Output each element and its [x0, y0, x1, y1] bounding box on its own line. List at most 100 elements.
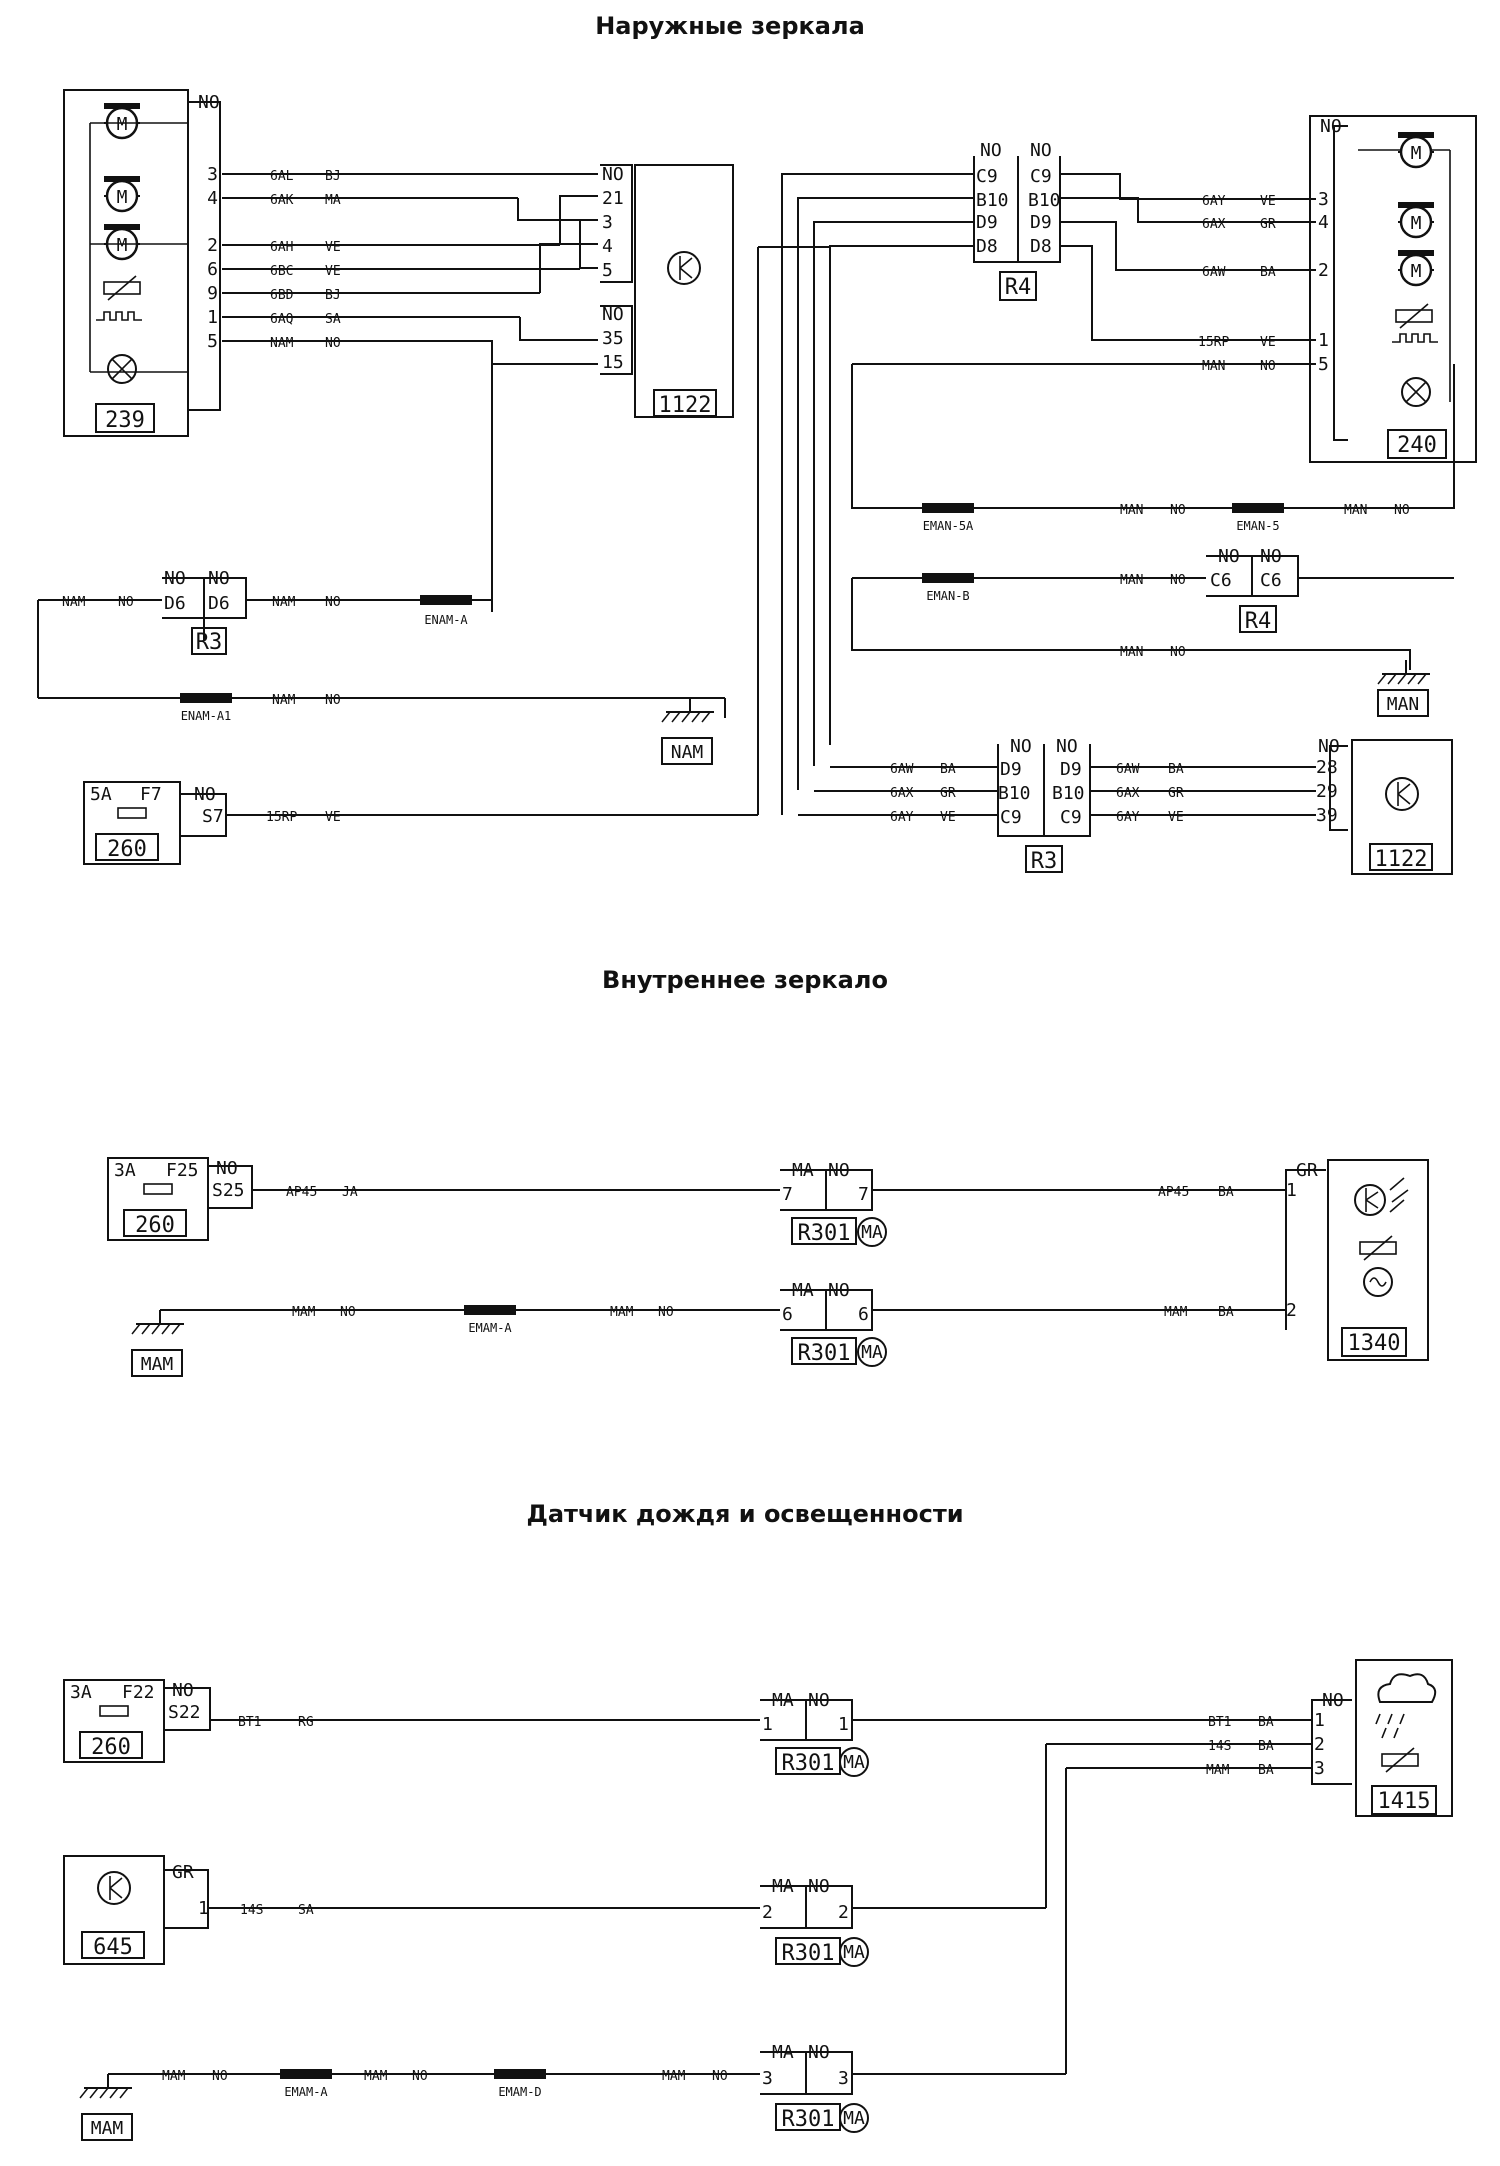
- motor-label: M: [1411, 261, 1422, 282]
- svg-text:BT1: BT1: [238, 1715, 261, 1730]
- svg-text:240: 240: [1397, 433, 1437, 458]
- svg-text:1: 1: [1286, 1180, 1297, 1201]
- motor-label: M: [1411, 143, 1422, 164]
- svg-text:6AY: 6AY: [1116, 810, 1140, 825]
- component-1415: NO 1415: [1311, 1659, 1453, 1817]
- svg-text:15RP: 15RP: [1198, 335, 1229, 350]
- svg-text:6AW: 6AW: [1116, 762, 1140, 777]
- svg-text:R4: R4: [1245, 609, 1272, 634]
- heater-icon: [1395, 303, 1433, 329]
- svg-text:EMAN-B: EMAN-B: [926, 589, 969, 603]
- svg-text:1122: 1122: [659, 393, 712, 418]
- svg-text:MAM: MAM: [1164, 1305, 1188, 1320]
- svg-text:MA: MA: [843, 1942, 865, 1963]
- svg-text:NAM: NAM: [272, 693, 296, 708]
- svg-text:2: 2: [1286, 1300, 1297, 1321]
- svg-text:R301: R301: [782, 1941, 835, 1966]
- svg-text:MA: MA: [792, 1160, 814, 1181]
- svg-text:D8: D8: [976, 236, 998, 257]
- svg-text:15: 15: [602, 352, 624, 373]
- svg-text:5: 5: [602, 260, 613, 281]
- svg-text:NO: NO: [118, 595, 134, 610]
- svg-text:3A: 3A: [70, 1682, 92, 1703]
- svg-text:C6: C6: [1260, 570, 1282, 591]
- ground-nam: NAM: [671, 742, 704, 763]
- fuse-box-260-f22: 3A F22 260 NO S22: [63, 1679, 211, 1763]
- heating-element-icon: [1392, 333, 1438, 343]
- svg-text:NO: NO: [658, 1305, 674, 1320]
- svg-text:3: 3: [602, 212, 613, 233]
- svg-text:VE: VE: [1168, 810, 1184, 825]
- svg-text:EMAN-5: EMAN-5: [1236, 519, 1279, 533]
- electronic-module-icon: [667, 251, 701, 285]
- resistor-icon: [1359, 1235, 1397, 1261]
- svg-text:NO: NO: [808, 1690, 830, 1711]
- svg-text:6AX: 6AX: [1116, 786, 1140, 801]
- svg-text:NO: NO: [1170, 645, 1186, 660]
- component-240: M M M 240: [1309, 115, 1477, 463]
- motor-label: M: [117, 114, 128, 135]
- svg-text:5: 5: [1318, 354, 1329, 375]
- svg-text:AP45: AP45: [286, 1185, 317, 1200]
- svg-text:MA: MA: [772, 2042, 794, 2063]
- svg-text:VE: VE: [940, 810, 956, 825]
- svg-text:B10: B10: [998, 783, 1031, 804]
- svg-text:2: 2: [1318, 260, 1329, 281]
- svg-text:NO: NO: [340, 1305, 356, 1320]
- wires-r4-to-r3: [758, 173, 974, 815]
- svg-text:3: 3: [1314, 1758, 1325, 1779]
- svg-text:6AH: 6AH: [270, 240, 293, 255]
- svg-text:6AW: 6AW: [1202, 265, 1226, 280]
- lamp-icon: [107, 354, 137, 384]
- svg-text:ENAM-A: ENAM-A: [424, 613, 468, 627]
- svg-text:MAM: MAM: [162, 2069, 186, 2084]
- svg-text:NO: NO: [325, 693, 341, 708]
- svg-text:28: 28: [1316, 757, 1338, 778]
- svg-text:C9: C9: [1000, 807, 1022, 828]
- connector-r4: NO NO C9 C9 B10 B10 D9 D9 D8 D8 R4: [973, 140, 1061, 301]
- svg-text:JA: JA: [342, 1185, 358, 1200]
- svg-text:6AK: 6AK: [270, 193, 294, 208]
- svg-text:NO: NO: [1260, 359, 1276, 374]
- svg-text:D9: D9: [1030, 212, 1052, 233]
- svg-text:5: 5: [207, 331, 218, 352]
- svg-text:BA: BA: [1168, 762, 1184, 777]
- svg-text:D9: D9: [1000, 759, 1022, 780]
- svg-text:C9: C9: [976, 166, 998, 187]
- svg-text:BA: BA: [1218, 1305, 1234, 1320]
- connector-1122-left: NO 21 3 4 5 NO 35 15: [600, 164, 633, 375]
- svg-text:MAN: MAN: [1120, 573, 1143, 588]
- svg-text:4: 4: [602, 236, 613, 257]
- svg-text:C9: C9: [1060, 807, 1082, 828]
- electronic-module-icon: [97, 1871, 131, 1905]
- svg-text:BA: BA: [940, 762, 956, 777]
- title-outer-mirrors: Наружные зеркала: [595, 12, 865, 40]
- svg-text:1: 1: [1318, 330, 1329, 351]
- svg-text:BT1: BT1: [1208, 1715, 1231, 1730]
- svg-text:MAN: MAN: [1202, 359, 1225, 374]
- svg-text:3: 3: [207, 164, 218, 185]
- svg-text:R301: R301: [798, 1341, 851, 1366]
- svg-text:6BC: 6BC: [270, 264, 293, 279]
- svg-text:1: 1: [1314, 1710, 1325, 1731]
- svg-text:S25: S25: [212, 1180, 245, 1201]
- svg-text:MAM: MAM: [662, 2069, 686, 2084]
- svg-text:6AY: 6AY: [1202, 194, 1226, 209]
- rain-cloud-icon: [1375, 1673, 1437, 1739]
- svg-text:1122: 1122: [1375, 847, 1428, 872]
- svg-text:1: 1: [838, 1714, 849, 1735]
- svg-text:4: 4: [207, 188, 218, 209]
- svg-text:NO: NO: [1260, 546, 1282, 567]
- svg-text:BA: BA: [1258, 1763, 1274, 1778]
- svg-text:NO: NO: [172, 1680, 194, 1701]
- svg-text:260: 260: [91, 1735, 131, 1760]
- svg-text:14S: 14S: [1208, 1739, 1231, 1754]
- svg-text:NO: NO: [1170, 503, 1186, 518]
